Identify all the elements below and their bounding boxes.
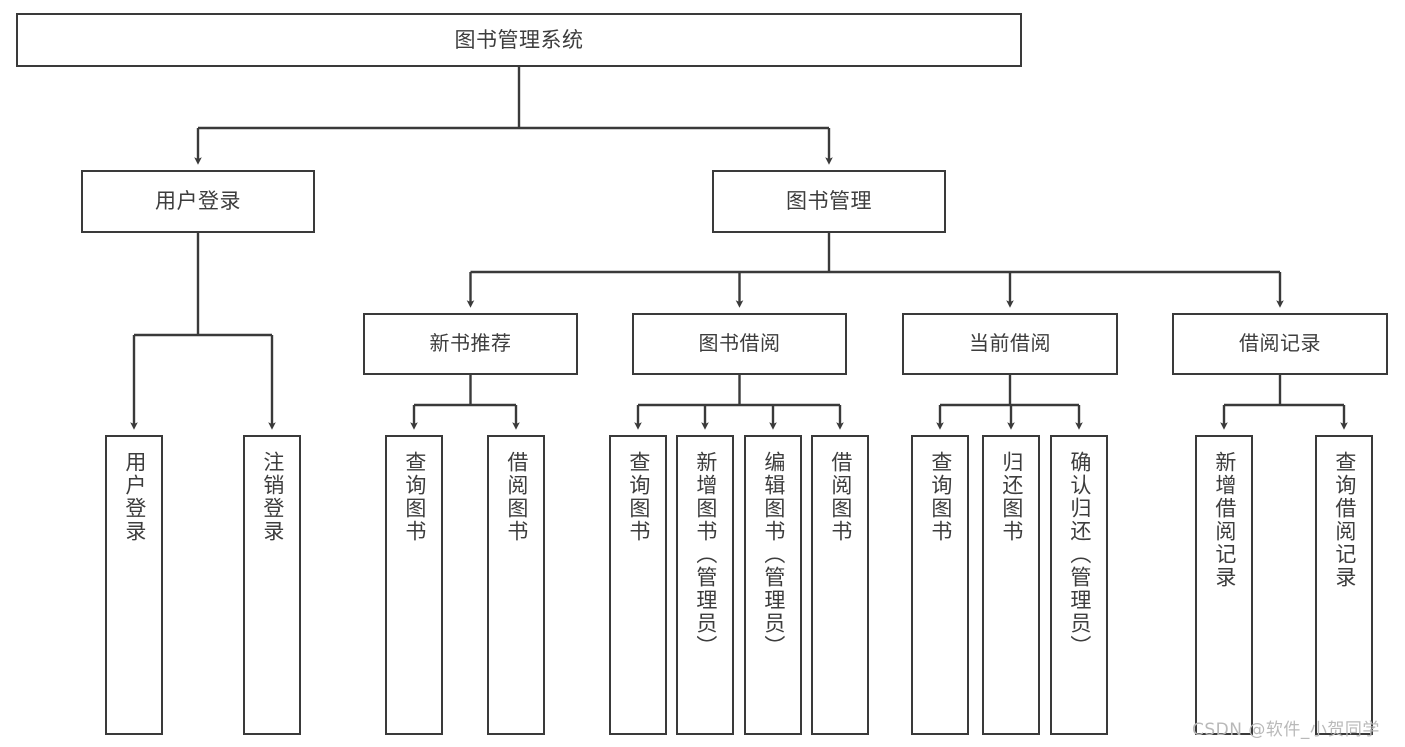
node-current[interactable]: 当前借阅: [902, 313, 1118, 375]
csdn-watermark: CSDN @软件_小贺同学: [1192, 720, 1380, 740]
node-label: 借阅图书: [504, 451, 529, 543]
node-l-confirm[interactable]: 确认归还（管理员）: [1050, 435, 1108, 735]
node-label: 编辑图书（管理员）: [761, 451, 786, 658]
node-label: 借阅记录: [1239, 331, 1321, 356]
node-label: 确认归还（管理员）: [1067, 451, 1092, 658]
node-l-qrec[interactable]: 查询借阅记录: [1315, 435, 1373, 735]
node-label: 新增图书（管理员）: [693, 451, 718, 658]
node-bookmgmt[interactable]: 图书管理: [712, 170, 946, 233]
node-label: 用户登录: [122, 451, 147, 543]
node-label: 借阅图书: [828, 451, 853, 543]
node-borrow[interactable]: 图书借阅: [632, 313, 847, 375]
node-label: 图书借阅: [698, 331, 781, 356]
node-l-qbook2[interactable]: 查询图书: [609, 435, 667, 735]
node-l-qbook3[interactable]: 查询图书: [911, 435, 969, 735]
node-l-editbook[interactable]: 编辑图书（管理员）: [744, 435, 802, 735]
node-l-login[interactable]: 用户登录: [105, 435, 163, 735]
node-label: 查询借阅记录: [1332, 451, 1357, 589]
node-label: 新增借阅记录: [1212, 451, 1237, 589]
node-label: 图书管理: [786, 189, 872, 214]
node-l-qbook1[interactable]: 查询图书: [385, 435, 443, 735]
node-label: 查询图书: [402, 451, 427, 543]
node-root[interactable]: 图书管理系统: [16, 13, 1022, 67]
node-label: 当前借阅: [969, 331, 1051, 356]
node-l-bbook1[interactable]: 借阅图书: [487, 435, 545, 735]
node-login[interactable]: 用户登录: [81, 170, 315, 233]
node-records[interactable]: 借阅记录: [1172, 313, 1388, 375]
node-label: 注销登录: [260, 451, 285, 543]
node-l-return[interactable]: 归还图书: [982, 435, 1040, 735]
node-label: 归还图书: [999, 451, 1024, 543]
node-newbook[interactable]: 新书推荐: [363, 313, 578, 375]
node-l-bbook2[interactable]: 借阅图书: [811, 435, 869, 735]
node-label: 新书推荐: [429, 331, 512, 356]
node-l-addrec[interactable]: 新增借阅记录: [1195, 435, 1253, 735]
node-label: 图书管理系统: [454, 27, 584, 52]
node-l-logout[interactable]: 注销登录: [243, 435, 301, 735]
node-label: 查询图书: [928, 451, 953, 543]
node-l-addbook[interactable]: 新增图书（管理员）: [676, 435, 734, 735]
node-label: 查询图书: [626, 451, 651, 543]
node-label: 用户登录: [155, 189, 241, 214]
